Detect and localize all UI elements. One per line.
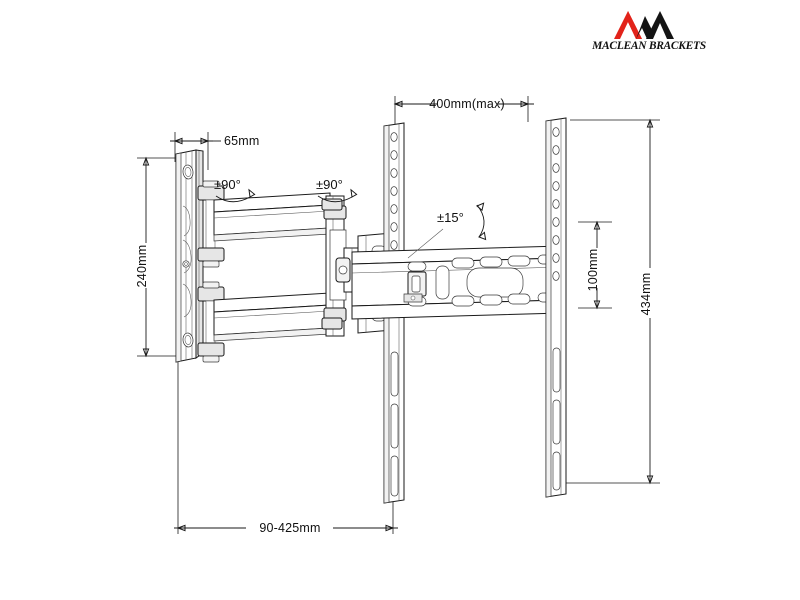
dimension-depth-min: 65mm bbox=[170, 132, 260, 170]
rail-right-slot-column bbox=[552, 347, 561, 491]
dimension-plate-height: 240mm bbox=[135, 156, 176, 358]
rail-right-hole-column bbox=[552, 127, 560, 281]
articulating-arm-lower bbox=[213, 292, 331, 342]
angle-label-tilt: ±15° bbox=[437, 210, 464, 225]
angle-callout-tilt: ±15° bbox=[437, 202, 487, 241]
rail-left-hole-column bbox=[390, 132, 398, 286]
rail-left-slot-column bbox=[390, 351, 399, 497]
arm-end-joints bbox=[321, 198, 343, 330]
angle-label-swivel-right: ±90° bbox=[316, 177, 343, 192]
dimension-label-depth-min: 65mm bbox=[224, 134, 260, 148]
tilt-lock-lever bbox=[403, 271, 427, 303]
brand-name: MACLEAN BRACKETS bbox=[592, 40, 706, 52]
dimension-wall-distance: 90-425mm bbox=[174, 360, 398, 535]
vertical-rail-right bbox=[545, 117, 567, 498]
dimension-extension-max: 400mm(max) bbox=[393, 96, 534, 132]
dimension-label-rail-height: 434mm bbox=[639, 273, 653, 316]
dimension-vesa-height: 100mm bbox=[578, 220, 612, 310]
dimension-label-extension-max: 400mm(max) bbox=[429, 97, 505, 111]
maclean-m-icon bbox=[614, 11, 674, 39]
angle-callout-swivel-left: ±90° bbox=[214, 177, 256, 203]
dimension-rail-height: 434mm bbox=[565, 118, 660, 485]
dimension-label-plate-height: 240mm bbox=[135, 245, 149, 288]
angle-label-swivel-left: ±90° bbox=[214, 177, 241, 192]
articulating-arm-upper bbox=[213, 192, 331, 242]
dimension-label-vesa-height: 100mm bbox=[586, 249, 600, 292]
wall-plate bbox=[175, 149, 204, 363]
angle-callout-swivel-right: ±90° bbox=[316, 177, 358, 203]
horizontal-cross-bar bbox=[351, 245, 563, 320]
dimension-label-wall-distance: 90-425mm bbox=[259, 521, 320, 535]
tilt-leader-line bbox=[407, 228, 444, 259]
brand-logo: MACLEAN BRACKETS bbox=[584, 10, 714, 56]
